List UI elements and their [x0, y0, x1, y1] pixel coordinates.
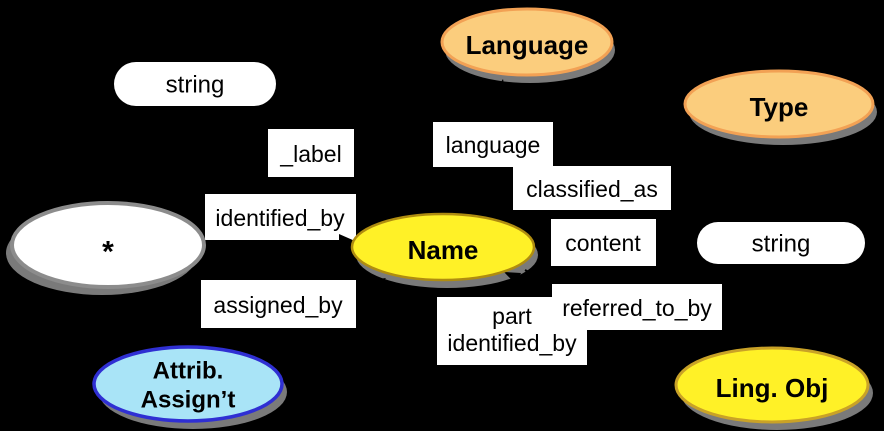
arrowhead-identified-by: [339, 234, 355, 248]
edge-label-referred-to-by: referred_to_by: [562, 295, 712, 321]
attrib-assignment-node: [92, 345, 284, 423]
label-box-assigned-by: [201, 280, 356, 328]
label-box-classified-as: [513, 166, 671, 210]
star-node: [10, 201, 206, 289]
name-node-label: Name: [408, 235, 479, 265]
edge-label-label: _label: [279, 141, 341, 167]
node-labels: Language Type * Name Attrib. Assign’t Li…: [102, 30, 828, 414]
edge-label-boxes: _label language classified_as identified…: [201, 122, 722, 365]
arrowhead-classified-as: [683, 137, 701, 150]
edge-label-part-line1: part: [492, 303, 532, 329]
arrowhead-content: [678, 236, 694, 250]
label-box-language: [433, 122, 553, 167]
label-box-part-identified-by: [437, 297, 587, 365]
nodes: [10, 7, 875, 424]
ling-obj-node-label: Ling. Obj: [716, 373, 829, 403]
arrowhead-label: [248, 112, 264, 126]
language-node: [440, 7, 614, 77]
attrib-assignment-node-label-line2: Assign’t: [141, 387, 236, 414]
string-left-node-label: string: [166, 72, 225, 99]
edge-label-classified-as: classified_as: [526, 176, 658, 202]
arrowhead-language: [493, 79, 507, 96]
type-node: [683, 69, 875, 139]
attrib-assignment-node-label-line1: Attrib.: [153, 358, 224, 385]
label-box-content: [551, 219, 656, 266]
string-right-node-label: string: [752, 231, 811, 258]
arrowhead-assigned-by: [369, 278, 386, 292]
name-node: [350, 212, 536, 282]
edge-label-part-line2: identified_by: [447, 330, 577, 356]
ling-obj-node: [674, 346, 870, 424]
language-node-label: Language: [466, 30, 589, 60]
label-box-identified-by: [205, 194, 356, 240]
type-node-label: Type: [750, 92, 809, 122]
arrowhead-referred-to-by: [682, 348, 699, 361]
string-left-node: [114, 62, 276, 106]
arrowhead-part-identified-by: [504, 272, 521, 285]
edge-label-assigned-by: assigned_by: [213, 292, 343, 318]
edge-label-language: language: [446, 132, 541, 158]
star-node-label: *: [102, 236, 114, 269]
label-box-label: [268, 129, 354, 177]
edge-label-identified-by: identified_by: [215, 205, 345, 231]
string-right-node: [697, 222, 865, 264]
edge-arrowheads: [248, 79, 701, 361]
edge-label-content: content: [565, 230, 641, 256]
